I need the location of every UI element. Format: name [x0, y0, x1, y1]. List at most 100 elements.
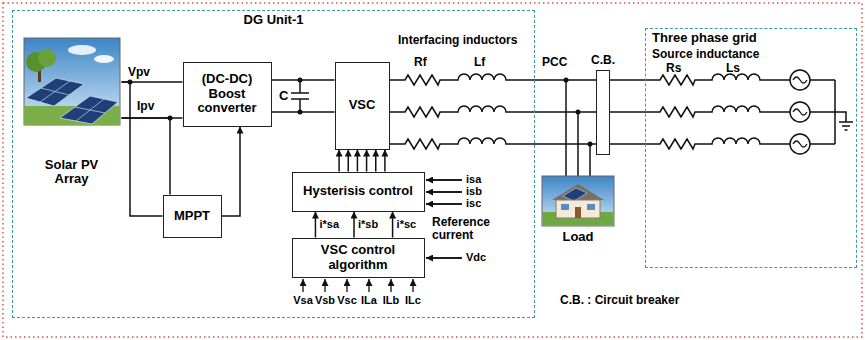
wire-connector	[357, 150, 359, 172]
wire-connector	[384, 150, 386, 172]
group-label: Interfacing inductors	[398, 34, 517, 47]
region-title: Three phase grid	[646, 29, 856, 46]
input-arrow	[390, 279, 391, 292]
resistor-inductor-symbol	[404, 74, 507, 85]
resistor-label: Rs	[666, 62, 681, 75]
signal-label: isb	[466, 185, 482, 197]
capacitor-label: C	[279, 89, 288, 103]
panel-grid	[40, 81, 70, 102]
wire-connector	[610, 111, 645, 113]
wire-connector	[610, 143, 645, 145]
mppt-box: MPPT	[163, 195, 222, 238]
node-label: Solar PV Array	[37, 158, 107, 188]
sky	[24, 38, 120, 125]
wire-connector	[348, 150, 350, 172]
symbol-ground	[404, 105, 507, 119]
junction-dot	[128, 80, 133, 85]
input-arrow	[426, 191, 462, 192]
node-label: Hysterisis control	[303, 184, 413, 199]
algorithm-box: VSC control algorithm	[292, 238, 425, 278]
note-label: Reference current	[432, 216, 512, 242]
wire-connector	[338, 150, 340, 172]
inductor-label: Lf	[474, 56, 485, 69]
junction-dot	[576, 110, 581, 115]
voltage-label: Vpv	[128, 66, 150, 79]
input-arrow	[368, 279, 369, 292]
signal-label: i*sb	[358, 218, 378, 230]
cloud	[94, 55, 114, 63]
window	[561, 204, 569, 210]
wire-connector	[610, 79, 645, 81]
sine-mark	[793, 77, 807, 147]
wire-connector	[222, 127, 241, 217]
tree	[38, 49, 56, 67]
resistor-inductor-symbol	[404, 106, 507, 117]
dg-unit-region: DG Unit-1Solar PV Array(DC-DC) Boost con…	[12, 10, 535, 318]
wire-connector	[272, 111, 335, 113]
node-label: VSC control algorithm	[296, 243, 421, 273]
current-label: Ipv	[137, 100, 154, 113]
wire-connector	[315, 212, 317, 238]
junction-dot	[298, 78, 303, 83]
house-roof	[552, 184, 604, 200]
sky	[542, 176, 614, 226]
wire-connector	[122, 118, 171, 195]
inductor-label: Ls	[726, 62, 740, 75]
node-label: MPPT	[174, 209, 210, 224]
pcc-label: PCC	[542, 56, 567, 69]
signal-label: Vsb	[315, 294, 335, 306]
legend-note: C.B. : Circuit breaker	[560, 294, 679, 307]
panel-grid	[75, 99, 105, 121]
region-title: DG Unit-1	[13, 11, 534, 28]
input-arrow	[412, 279, 413, 292]
cloud	[68, 45, 96, 55]
junction-dot	[298, 110, 303, 115]
junction-dot	[564, 78, 569, 83]
wire-connector	[272, 79, 335, 81]
controller-box: Hysterisis control	[292, 172, 425, 212]
vsc-box: VSC	[335, 62, 390, 150]
input-arrow	[426, 179, 462, 180]
signal-label: Vsc	[337, 294, 357, 306]
symbol-ground	[404, 73, 507, 87]
signal-label: i*sc	[397, 218, 417, 230]
signal-label: ILa	[361, 294, 377, 306]
input-arrow	[426, 257, 462, 258]
load: Load	[540, 176, 616, 248]
junction-dot	[168, 116, 173, 121]
window	[587, 204, 595, 210]
wire-connector	[366, 150, 368, 172]
solar-panel	[26, 78, 84, 106]
signal-label: ILc	[405, 294, 421, 306]
solar-pv-array: Solar PV Array	[22, 38, 122, 198]
node-label: C.B.	[591, 54, 615, 68]
signal-label: i*sa	[319, 218, 339, 230]
outer-border	[3, 3, 862, 337]
ground-symbol	[835, 80, 853, 144]
capacitor-symbol	[291, 80, 309, 112]
signal-label: ILb	[383, 294, 400, 306]
signal-label: isa	[466, 173, 481, 185]
resistor-inductor-symbol	[404, 138, 507, 149]
wire-connector	[375, 150, 377, 172]
group-label: Source inductance	[652, 48, 759, 61]
input-arrow	[346, 279, 347, 292]
input-arrow	[426, 203, 462, 204]
resistor-label: Rf	[414, 56, 427, 69]
roof-panel	[563, 188, 587, 201]
signal-label: Vsa	[293, 294, 313, 306]
house-wall	[556, 200, 600, 218]
symbol-ground	[404, 137, 507, 151]
node-label: VSC	[349, 98, 376, 113]
wire-connector	[122, 82, 163, 216]
door	[575, 207, 581, 218]
circuit-breaker: C.B.	[596, 70, 610, 155]
input-arrow	[302, 279, 303, 292]
wire-connector	[353, 212, 355, 238]
solar-panel	[60, 96, 118, 124]
signal-label: isc	[466, 197, 481, 209]
junction-dot	[588, 142, 593, 147]
node-label: Load	[540, 230, 616, 245]
wire-connector	[392, 212, 394, 238]
